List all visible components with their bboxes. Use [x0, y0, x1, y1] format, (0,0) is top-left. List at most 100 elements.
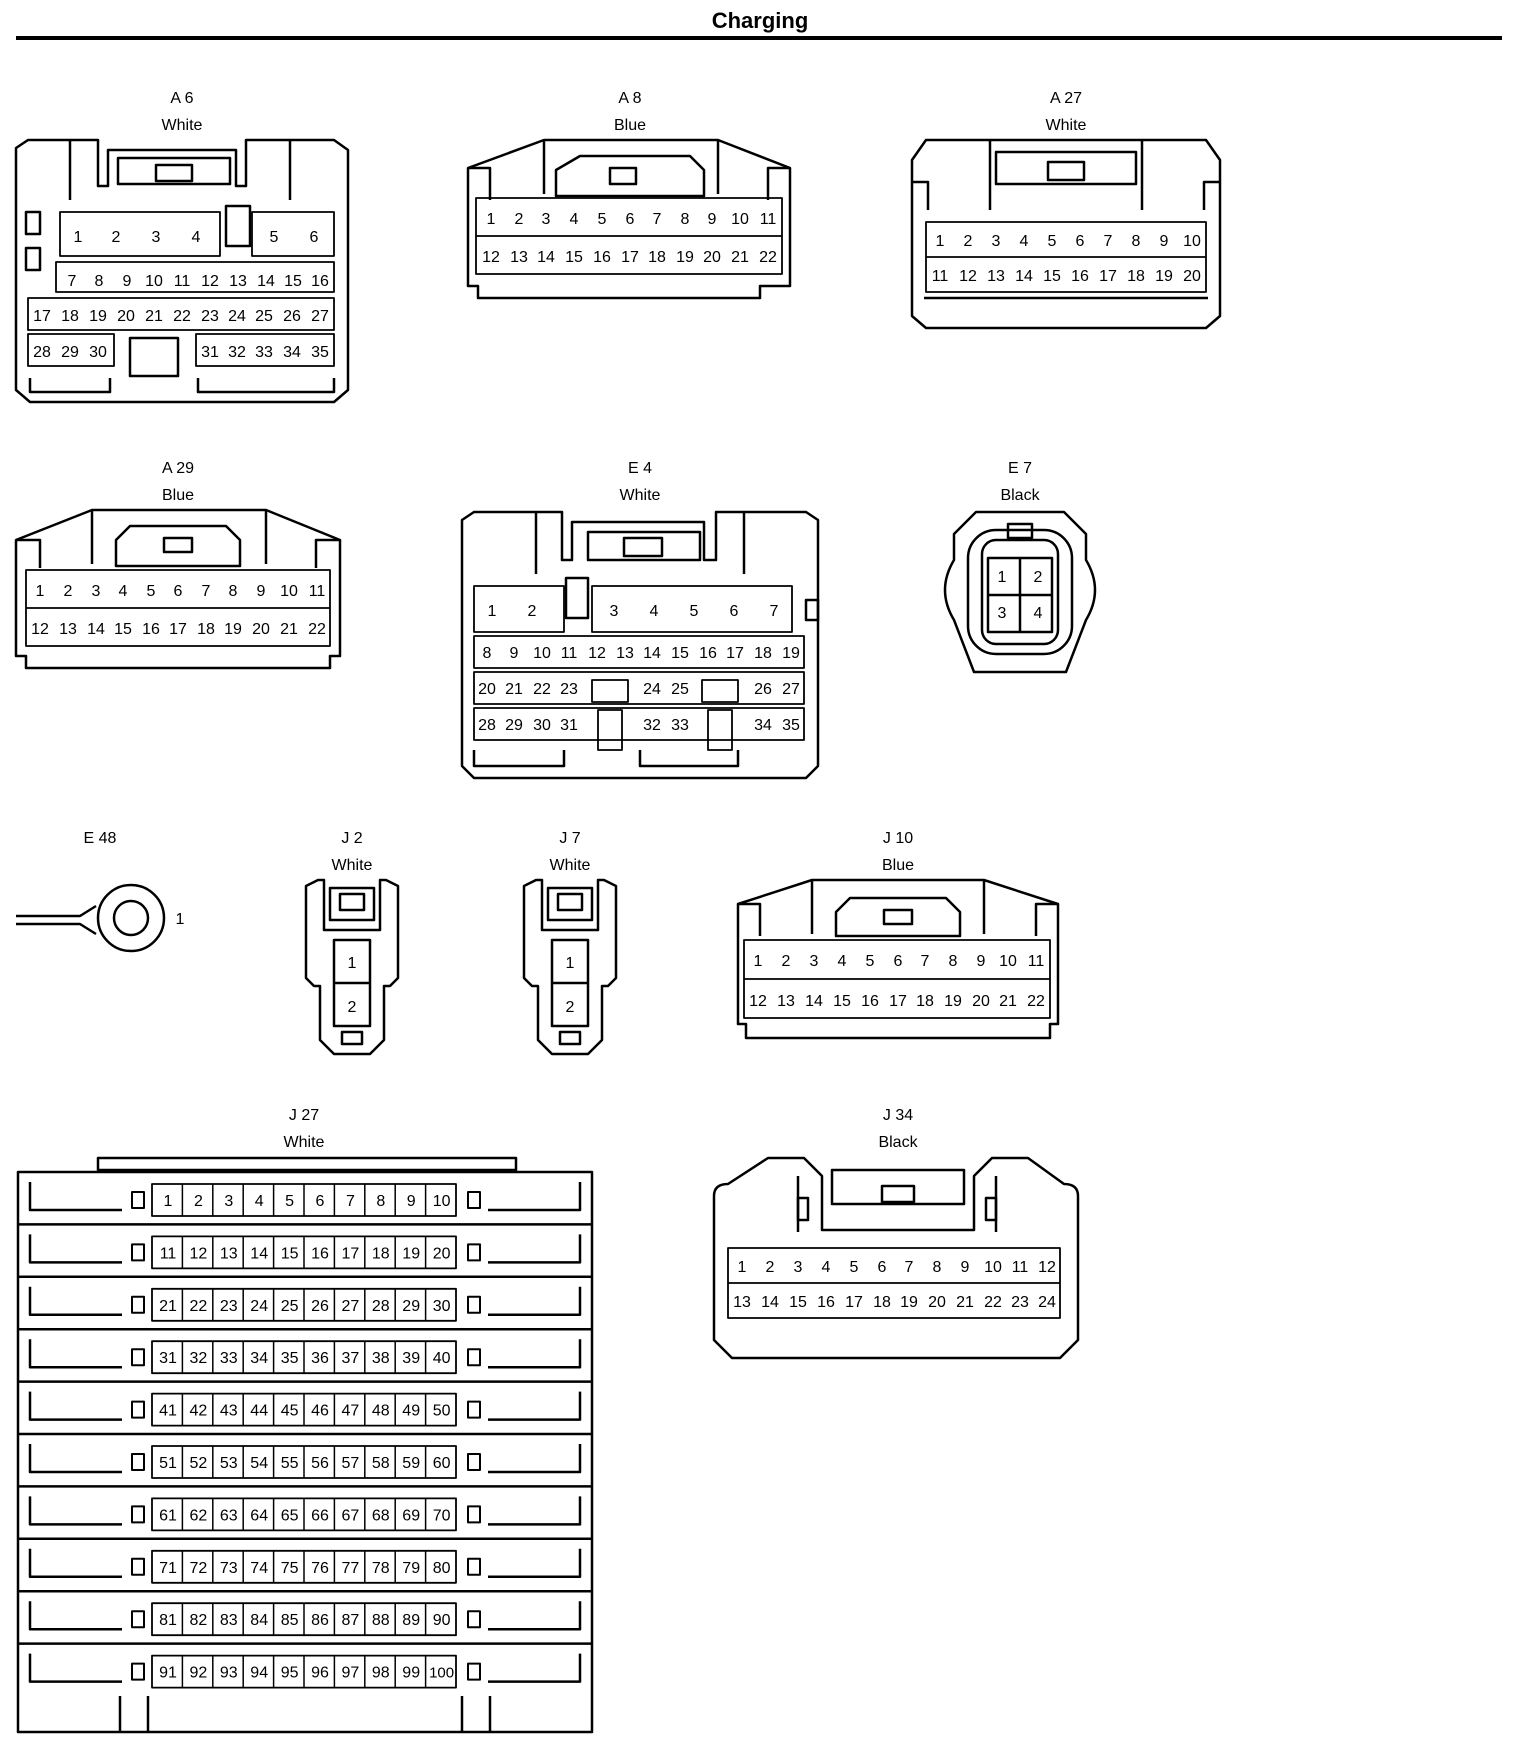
svg-text:2: 2: [566, 999, 575, 1016]
svg-text:3: 3: [542, 211, 551, 228]
svg-text:11: 11: [932, 268, 949, 285]
j27-pin: 41: [159, 1403, 177, 1420]
svg-text:13: 13: [59, 621, 77, 638]
j27-pin: 64: [250, 1507, 268, 1524]
j27-pin: 65: [281, 1507, 299, 1524]
svg-text:34: 34: [754, 717, 772, 734]
j27-pin: 83: [220, 1612, 238, 1629]
j27-pin: 21: [159, 1298, 177, 1315]
j27-pin: 34: [250, 1350, 268, 1367]
j27-pin: 85: [281, 1612, 299, 1629]
j27-pin: 42: [190, 1403, 208, 1420]
svg-text:2: 2: [515, 211, 524, 228]
j27-pin: 27: [342, 1298, 360, 1315]
j27-pin: 50: [433, 1403, 451, 1420]
j27-pin: 25: [281, 1298, 299, 1315]
svg-text:25: 25: [255, 308, 273, 325]
svg-text:11: 11: [309, 583, 326, 600]
svg-text:20: 20: [972, 993, 990, 1010]
connector-e48: E 48 1: [16, 830, 185, 953]
svg-text:17: 17: [889, 993, 907, 1010]
j27-pin: 37: [342, 1350, 360, 1367]
svg-text:5: 5: [598, 211, 607, 228]
j27-pin: 68: [372, 1507, 390, 1524]
svg-text:28: 28: [33, 344, 51, 361]
svg-text:20: 20: [117, 308, 135, 325]
svg-text:7: 7: [68, 273, 77, 290]
connector-j2-pins: 12: [348, 955, 357, 1016]
j27-pin: 9: [407, 1193, 416, 1210]
svg-text:13: 13: [229, 273, 247, 290]
svg-text:1: 1: [487, 211, 496, 228]
svg-text:19: 19: [1155, 268, 1173, 285]
svg-text:10: 10: [145, 273, 163, 290]
svg-text:2: 2: [348, 999, 357, 1016]
j27-pin: 38: [372, 1350, 390, 1367]
svg-text:1: 1: [936, 233, 945, 250]
svg-text:10: 10: [731, 211, 749, 228]
svg-text:19: 19: [224, 621, 242, 638]
j27-pin: 33: [220, 1350, 238, 1367]
j27-pin: 91: [159, 1665, 177, 1682]
svg-text:11: 11: [760, 211, 777, 228]
svg-text:11: 11: [174, 273, 191, 290]
svg-text:9: 9: [961, 1259, 970, 1276]
svg-text:9: 9: [1160, 233, 1169, 250]
svg-text:1: 1: [36, 583, 45, 600]
svg-text:26: 26: [754, 681, 772, 698]
svg-text:5: 5: [850, 1259, 859, 1276]
svg-text:31: 31: [201, 344, 219, 361]
svg-text:3: 3: [610, 603, 619, 620]
title-rule: [16, 36, 1502, 40]
connector-e4-code: E 4: [628, 460, 652, 477]
j27-pin: 89: [402, 1612, 420, 1629]
connector-e48-pin: 1: [176, 911, 185, 928]
svg-text:5: 5: [1048, 233, 1057, 250]
svg-text:1: 1: [74, 229, 83, 246]
svg-text:7: 7: [770, 603, 779, 620]
svg-text:23: 23: [1011, 1294, 1029, 1311]
pin-grid: [475, 197, 783, 275]
svg-text:2: 2: [1034, 569, 1043, 586]
svg-text:4: 4: [192, 229, 201, 246]
svg-text:3: 3: [810, 953, 819, 970]
svg-text:28: 28: [478, 717, 496, 734]
j27-pin: 40: [433, 1350, 451, 1367]
svg-text:19: 19: [782, 645, 800, 662]
svg-text:13: 13: [616, 645, 634, 662]
j27-pin: 12: [190, 1245, 208, 1262]
svg-text:4: 4: [119, 583, 128, 600]
svg-text:15: 15: [114, 621, 132, 638]
j27-pin: 96: [311, 1665, 329, 1682]
j27-pin: 10: [433, 1193, 451, 1210]
connector-j34-color: Black: [878, 1134, 918, 1151]
connector-a27-housing: [910, 138, 1222, 330]
connector-a8-color: Blue: [614, 117, 646, 134]
svg-text:21: 21: [999, 993, 1017, 1010]
svg-text:16: 16: [311, 273, 329, 290]
connector-a27-code: A 27: [1050, 90, 1082, 107]
j27-pin: 20: [433, 1245, 451, 1262]
j27-pin: 57: [342, 1455, 360, 1472]
connector-e7-housing: [943, 510, 1097, 674]
svg-text:8: 8: [229, 583, 238, 600]
connector-a6-housing: [14, 138, 350, 404]
connector-a6-color: White: [162, 117, 203, 134]
svg-text:1: 1: [348, 955, 357, 972]
svg-text:25: 25: [671, 681, 689, 698]
j27-pin: 8: [376, 1193, 385, 1210]
svg-text:10: 10: [533, 645, 551, 662]
connector-e7-code: E 7: [1008, 460, 1032, 477]
svg-text:19: 19: [900, 1294, 918, 1311]
